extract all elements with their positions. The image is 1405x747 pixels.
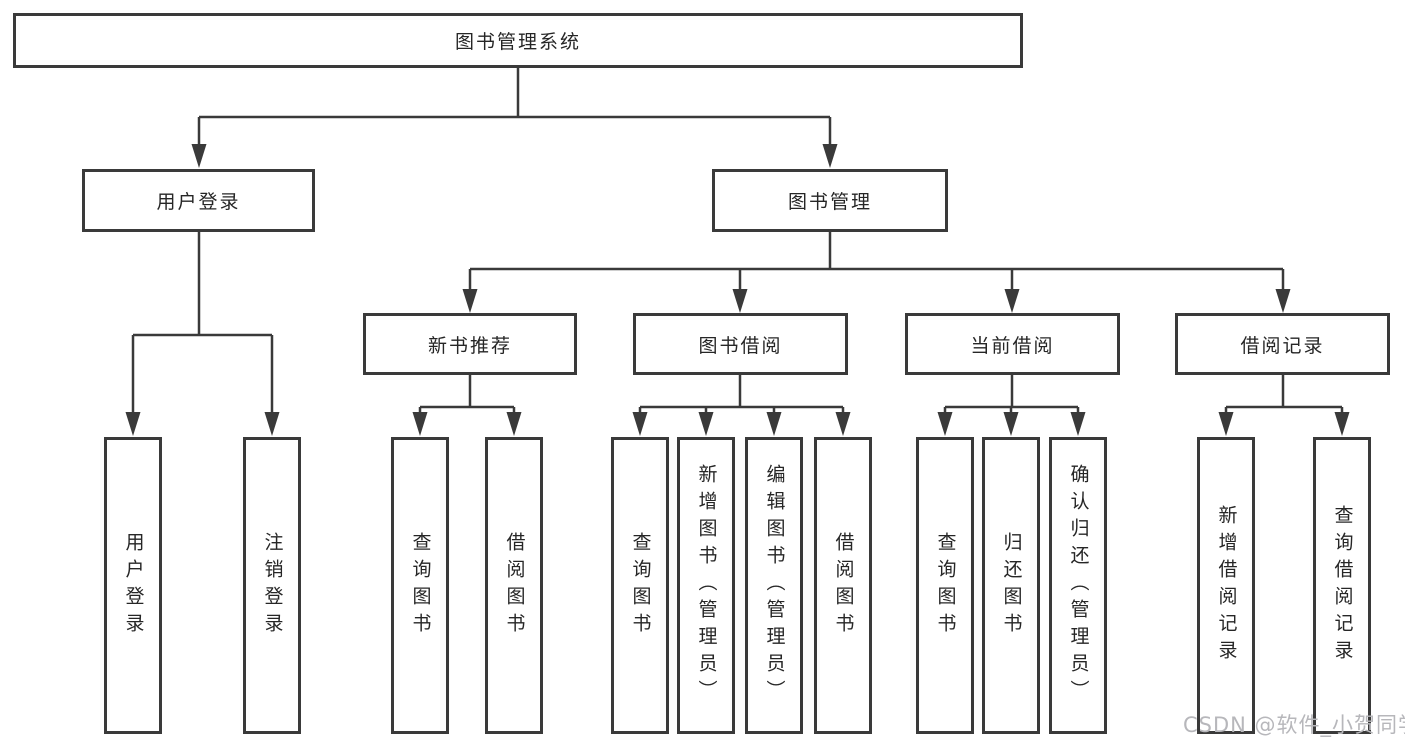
arrowhead [1070,412,1086,436]
arrowhead [766,412,782,436]
connector-root-to-level2 [197,68,832,146]
connector-new-book-branch [418,375,516,414]
leaf-borrow-books-recommend: 借阅图书 [485,437,543,734]
node-user-login: 用户登录 [82,169,315,232]
node-label: 用户登录 [122,531,145,640]
connector-current-borrowing-branch [943,375,1080,414]
node-current-borrowing: 当前借阅 [905,313,1120,375]
leaf-confirm-return-admin: 确认归还（管理员） [1049,437,1107,734]
arrowhead [732,289,748,313]
arrowhead [937,412,953,436]
arrowhead [1334,412,1350,436]
arrowhead [506,412,522,436]
arrowhead [822,144,838,168]
node-label: 图书管理系统 [454,31,581,53]
leaf-query-books-current: 查询图书 [916,437,974,734]
node-label: 当前借阅 [970,334,1055,357]
arrowheads [125,144,1350,436]
node-label: 确认归还（管理员） [1067,464,1090,707]
node-label: 借阅图书 [832,531,855,640]
arrowhead [632,412,648,436]
arrowhead [835,412,851,436]
node-label: 图书借阅 [698,334,783,357]
node-label: 新书推荐 [427,334,512,357]
node-label: 注销登录 [261,531,284,640]
arrowhead [191,144,207,168]
node-label: 新增借阅记录 [1215,504,1238,667]
node-label: 查询图书 [409,531,432,640]
node-label: 查询图书 [629,531,652,640]
node-label: 借阅记录 [1240,334,1325,357]
csdn-watermark: CSDN @软件_小贺同学 [1183,713,1405,737]
node-book-management: 图书管理 [712,169,948,232]
node-book-management-system: 图书管理系统 [13,13,1023,68]
arrowhead [1003,412,1019,436]
node-borrowing-records: 借阅记录 [1175,313,1390,375]
connector-borrowing-records-branch [1224,375,1344,414]
node-label: 借阅图书 [503,531,526,640]
connector-user-login-branch [131,232,274,414]
arrowhead [264,412,280,436]
node-label: 新增图书（管理员） [695,464,718,707]
leaf-query-books-recommend: 查询图书 [391,437,449,734]
connector-book-management-branch [468,232,1285,291]
node-label: 用户登录 [156,191,241,213]
leaf-return-book: 归还图书 [982,437,1040,734]
node-label: 编辑图书（管理员） [763,464,786,707]
node-new-book-recommend: 新书推荐 [363,313,577,375]
leaf-borrow-books-borrowing: 借阅图书 [814,437,872,734]
leaf-add-book-admin: 新增图书（管理员） [677,437,735,734]
leaf-add-borrow-record: 新增借阅记录 [1197,437,1255,734]
node-label: 查询图书 [934,531,957,640]
leaf-query-borrow-record: 查询借阅记录 [1313,437,1371,734]
arrowhead [1275,289,1291,313]
node-label: 查询借阅记录 [1331,504,1354,667]
connector-book-borrowing-branch [638,375,845,414]
arrowhead [412,412,428,436]
leaf-logout-login: 注销登录 [243,437,301,734]
leaf-user-login: 用户登录 [104,437,162,734]
arrowhead [1218,412,1234,436]
node-label: 图书管理 [787,191,872,213]
node-book-borrowing: 图书借阅 [633,313,848,375]
arrowhead [1004,289,1020,313]
arrowhead [462,289,478,313]
leaf-edit-book-admin: 编辑图书（管理员） [745,437,803,734]
arrowhead [698,412,714,436]
leaf-query-books-borrowing: 查询图书 [611,437,669,734]
arrowhead [125,412,141,436]
node-label: 归还图书 [1000,531,1023,640]
